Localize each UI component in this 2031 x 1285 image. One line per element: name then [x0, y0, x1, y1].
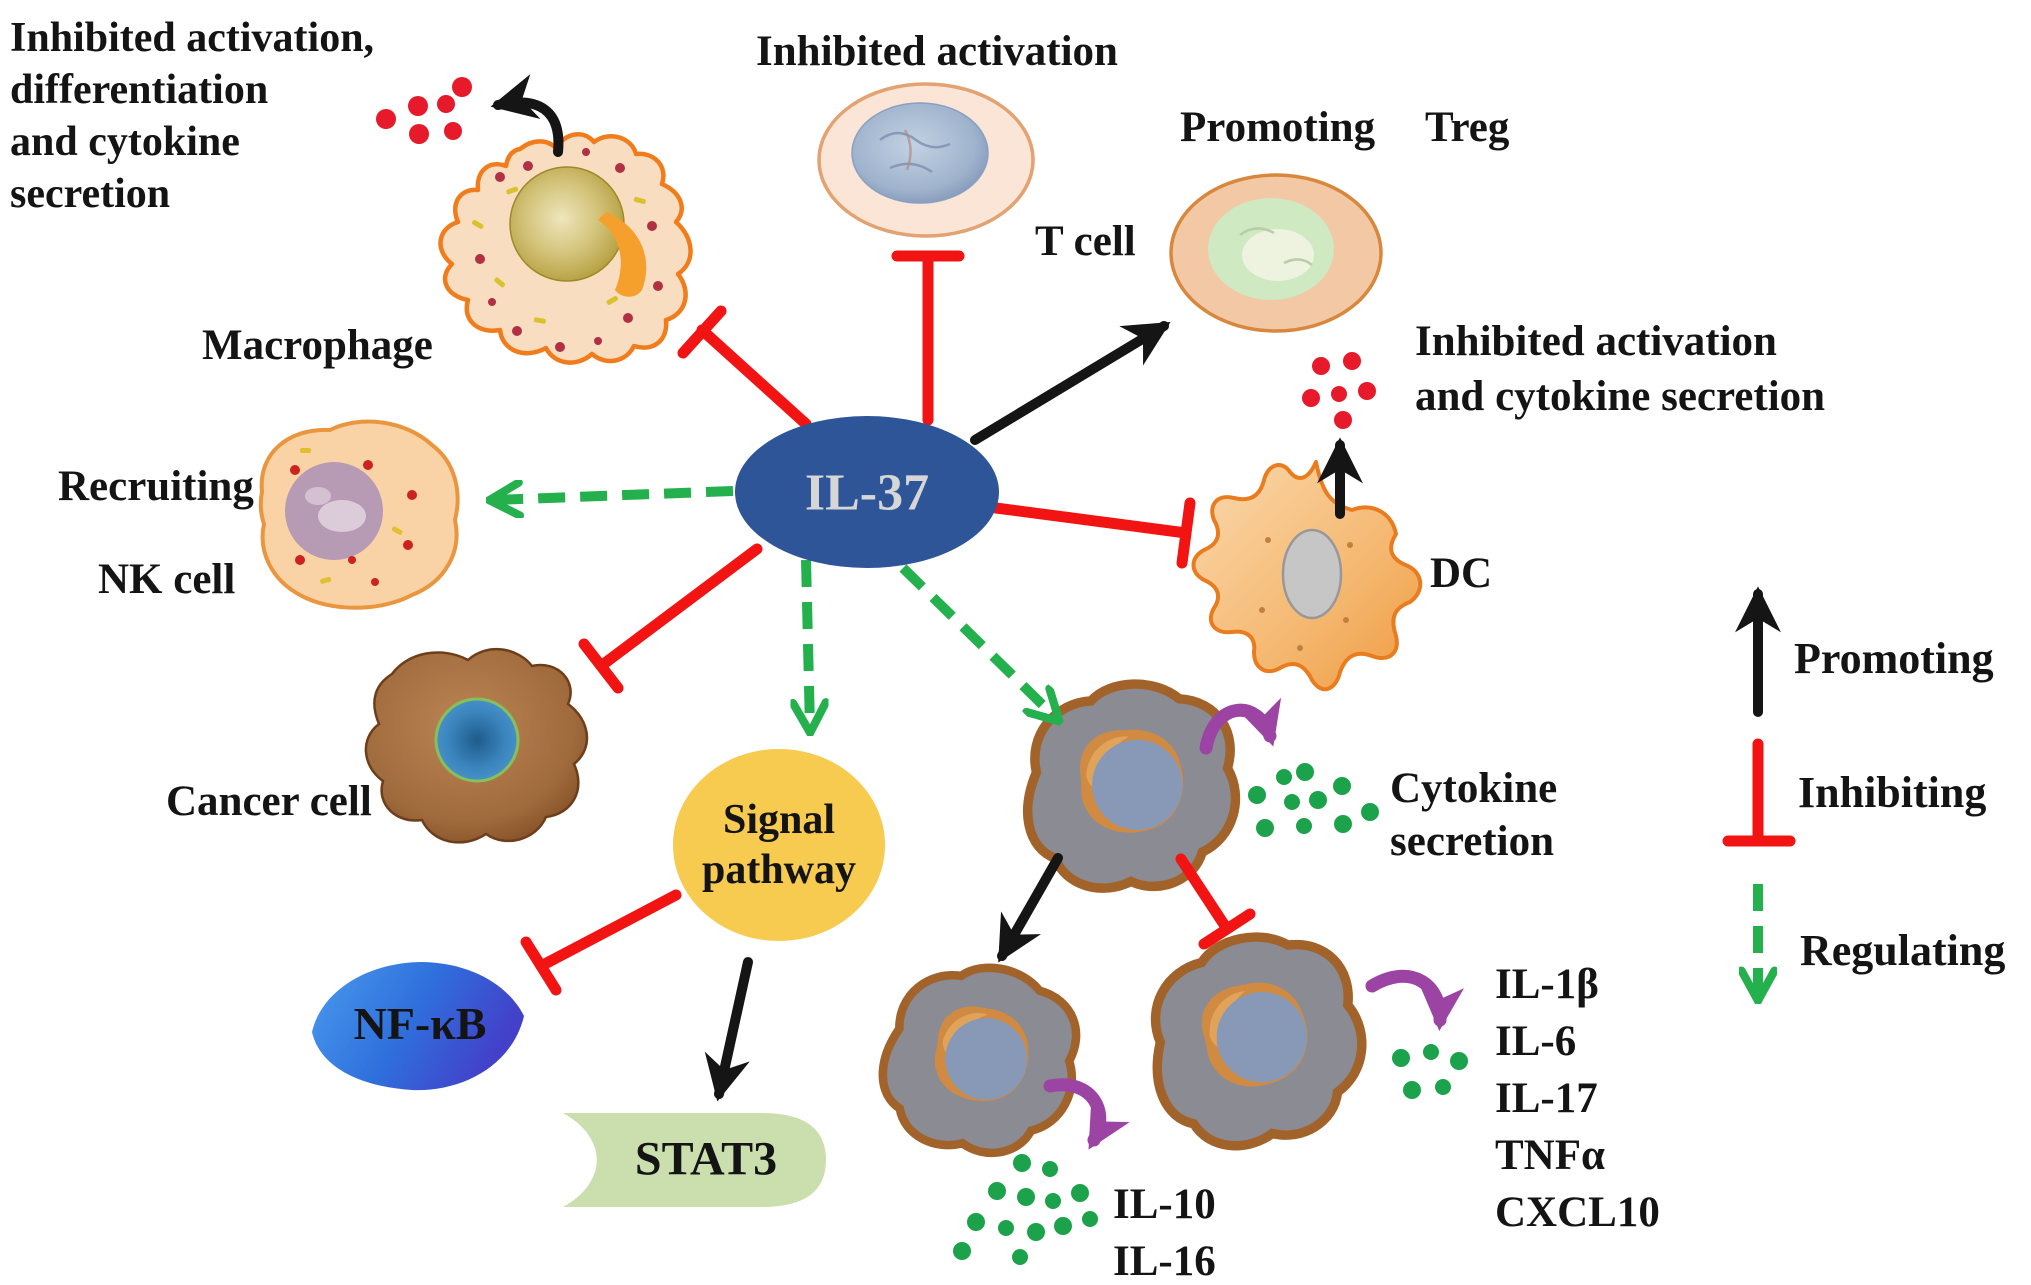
cancer-label: Cancer cell	[166, 778, 372, 825]
signal-pathway-label: Signal pathway	[702, 795, 856, 895]
t-cell-label: T cell	[1035, 218, 1136, 265]
cytokine-dots-greycell3	[1392, 1044, 1468, 1099]
nk-cell	[258, 419, 460, 610]
legend-regulating-label: Regulating	[1800, 926, 2006, 975]
cytokine-item: CXCL10	[1495, 1189, 1660, 1236]
macrophage-label: Macrophage	[202, 322, 433, 369]
inhibiting-bar-greycell1-greycell3	[1175, 853, 1256, 950]
promoting-arrow-il37-treg	[970, 321, 1171, 445]
promoting-arrow-macrophage-secretion	[490, 74, 564, 157]
il37-node	[735, 416, 999, 568]
cytokine-secretion-note: Cytokine secretion	[1390, 762, 1557, 868]
nfkb-label: NF-κB	[353, 997, 487, 1049]
inhibiting-bar-il37-dc	[990, 497, 1196, 569]
note-line: differentiation	[10, 67, 269, 113]
cancer-nucleus	[434, 697, 520, 783]
stat3-label: STAT3	[634, 1132, 778, 1186]
secretion-arrow-greycell3	[1365, 969, 1464, 1032]
cytokine-item: IL-6	[1495, 1018, 1577, 1065]
nk-action-label: Recruiting	[58, 463, 254, 510]
macrophage-organelle	[598, 212, 647, 297]
macrophage-note: Inhibited activation, differentiation an…	[10, 12, 374, 220]
cytokine-item: IL-10	[1113, 1181, 1216, 1228]
signal-pathway-node	[673, 749, 885, 941]
note-line: Cytokine	[1390, 765, 1558, 812]
inhibiting-bar-il37-cancer	[578, 543, 763, 694]
nfkb-node	[312, 962, 524, 1091]
red-mediator-dots-dc	[1302, 352, 1376, 429]
note-line: and cytokine secretion	[1415, 373, 1826, 420]
dc-nucleus	[1281, 528, 1343, 620]
treg-label: Treg	[1425, 104, 1510, 151]
note-line: and cytokine	[10, 119, 240, 165]
treg-action-label: Promoting	[1180, 104, 1376, 151]
t-cell-nucleus	[851, 102, 989, 204]
dc-label: DC	[1430, 550, 1493, 597]
regulating-arrow-il37-signal	[806, 559, 810, 728]
red-mediator-dots-macrophage	[376, 77, 472, 144]
regulating-arrow-il37-nk	[494, 491, 734, 500]
inhibiting-bar-il37-tcell	[891, 250, 965, 426]
dendritic-cell	[1191, 460, 1423, 692]
cytokine-item: IL-1β	[1495, 961, 1599, 1008]
note-line: pathway	[701, 847, 857, 893]
il37-label: IL-37	[804, 464, 930, 522]
inhibiting-bar-signal-nfkb	[520, 889, 682, 996]
cytokine-dots-greycell1	[1248, 763, 1379, 837]
legend-promoting-label: Promoting	[1794, 634, 1994, 683]
regulating-arrow-il37-greycell1	[899, 564, 1056, 718]
tcell-note: Inhibited activation	[756, 28, 1118, 75]
cancer-cell	[364, 647, 589, 844]
treg-cell	[1169, 173, 1383, 333]
secretion-arrow-greycell2	[1043, 1078, 1130, 1150]
inhibiting-bar-il37-macrophage	[677, 305, 812, 430]
note-line: Inhibited activation	[1415, 318, 1777, 365]
cytokine-item: TNFα	[1495, 1132, 1605, 1179]
pro-inflammatory-list: IL-1β IL-6 IL-17 TNFα CXCL10	[1495, 956, 1660, 1241]
nk-label: NK cell	[98, 556, 236, 603]
promoting-arrow-greycell1-greycell2	[997, 853, 1063, 963]
note-line: secretion	[10, 171, 171, 217]
cytokine-item: IL-17	[1495, 1075, 1598, 1122]
grey-cell-3	[1136, 921, 1376, 1158]
note-line: secretion	[1390, 818, 1554, 865]
secretion-arrow-greycell1	[1199, 697, 1282, 755]
t-cell	[817, 82, 1035, 238]
note-line: Signal	[722, 797, 836, 843]
promoting-arrow-signal-stat3	[704, 957, 753, 1102]
stat3-node	[563, 1113, 826, 1207]
grey-cell-2	[870, 949, 1092, 1169]
cytokine-dots-greycell2	[953, 1154, 1098, 1265]
anti-inflammatory-list: IL-10 IL-16	[1113, 1176, 1216, 1285]
cytokine-item: IL-16	[1113, 1238, 1216, 1285]
legend-inhibiting-bar	[1722, 738, 1796, 847]
note-line: Inhibited activation,	[10, 15, 375, 61]
dc-note: Inhibited activation and cytokine secret…	[1415, 314, 1825, 424]
macrophage-cell	[438, 132, 693, 365]
legend-inhibiting-label: Inhibiting	[1798, 768, 1987, 817]
